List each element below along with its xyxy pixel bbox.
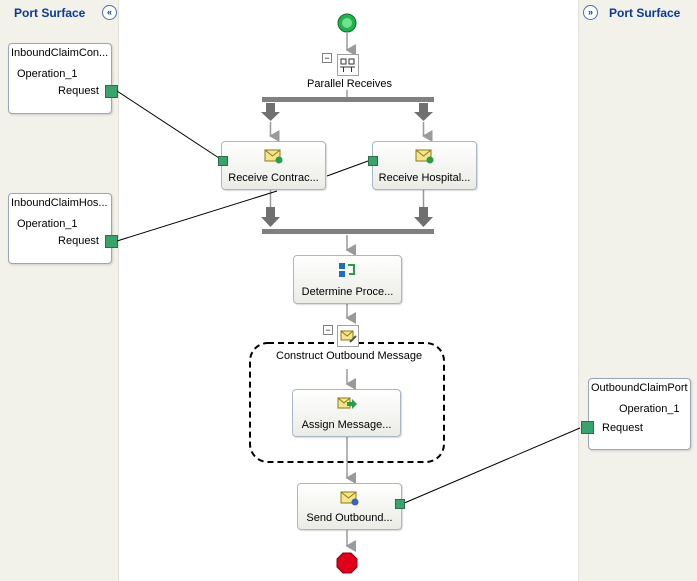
assign-message-shape[interactable]: Assign Message... [292, 389, 401, 437]
construct-scope-border [249, 342, 445, 463]
construct-label: Construct Outbound Message [276, 350, 423, 362]
binding-line-outbound [401, 427, 581, 505]
left-port-surface: Port Surface « InboundClaimCon... Operat… [0, 0, 119, 581]
collapse-construct-button[interactable]: − [323, 325, 333, 335]
end-shape-icon [336, 552, 358, 574]
decide-arrows-icon [338, 263, 355, 277]
construct-message-shape[interactable] [337, 325, 359, 347]
port-name: InboundClaimCon... [11, 47, 109, 59]
binding-line-contract [116, 90, 223, 161]
binding-line-hospital-a [116, 190, 278, 242]
port-operation: Operation_1 [17, 68, 78, 80]
port-connector-hospital[interactable] [105, 235, 118, 248]
collapse-left-surface-button[interactable]: « [102, 5, 117, 20]
port-operation: Operation_1 [17, 218, 78, 230]
port-operation: Operation_1 [619, 403, 680, 415]
left-port-surface-title: Port Surface [14, 6, 86, 20]
receive-hospital-shape[interactable]: Receive Hospital... [372, 141, 477, 190]
start-shape-highlight [342, 18, 352, 28]
port-message: Request [602, 422, 643, 434]
port-inbound-claim-contract[interactable]: InboundClaimCon... Operation_1 Request [8, 43, 112, 114]
assign-message-label: Assign Message... [301, 419, 392, 431]
fork-arrow-left [261, 103, 280, 121]
right-port-surface: » Port Surface OutboundClaimPort Operati… [578, 0, 697, 581]
receive-contract-shape[interactable]: Receive Contrac... [221, 141, 326, 190]
send-outbound-port-connector[interactable] [395, 499, 405, 509]
port-message: Request [58, 85, 99, 97]
binding-line-hospital-b [326, 160, 369, 177]
send-envelope-icon [340, 491, 358, 506]
receive-hospital-port-connector[interactable] [368, 156, 378, 166]
parallel-actions-shape[interactable] [337, 54, 359, 76]
determine-process-label: Determine Proce... [301, 286, 394, 298]
send-outbound-label: Send Outbound... [306, 512, 393, 524]
parallel-join-bar [262, 229, 434, 234]
port-inbound-claim-hospital[interactable]: InboundClaimHos... Operation_1 Request [8, 193, 112, 264]
message-assignment-icon [337, 397, 357, 409]
parallel-fork-bar [262, 97, 434, 102]
join-arrow-left [261, 207, 280, 227]
port-message: Request [58, 235, 99, 247]
send-outbound-shape[interactable]: Send Outbound... [297, 483, 402, 530]
fork-arrow-right [414, 103, 433, 121]
right-port-surface-header: » Port Surface [579, 0, 697, 24]
receive-envelope-icon [264, 149, 282, 164]
determine-process-shape[interactable]: Determine Proce... [293, 255, 402, 304]
receive-hospital-label: Receive Hospital... [378, 172, 471, 184]
join-arrow-right [414, 207, 433, 227]
port-name: OutboundClaimPort [591, 382, 688, 394]
port-name: InboundClaimHos... [11, 197, 108, 209]
collapse-parallel-button[interactable]: − [322, 53, 332, 63]
parallel-actions-icon [340, 58, 355, 72]
receive-envelope-icon [415, 149, 433, 164]
receive-contract-label: Receive Contrac... [228, 172, 319, 184]
construct-message-icon [340, 330, 357, 343]
left-port-surface-header: Port Surface « [0, 0, 118, 24]
collapse-right-surface-button[interactable]: » [583, 5, 598, 20]
port-connector-outbound[interactable] [581, 421, 594, 434]
parallel-label: Parallel Receives [307, 78, 392, 90]
right-port-surface-title: Port Surface [609, 6, 681, 20]
receive-contract-port-connector[interactable] [218, 156, 228, 166]
port-outbound-claim[interactable]: OutboundClaimPort Operation_1 Request [588, 378, 691, 450]
